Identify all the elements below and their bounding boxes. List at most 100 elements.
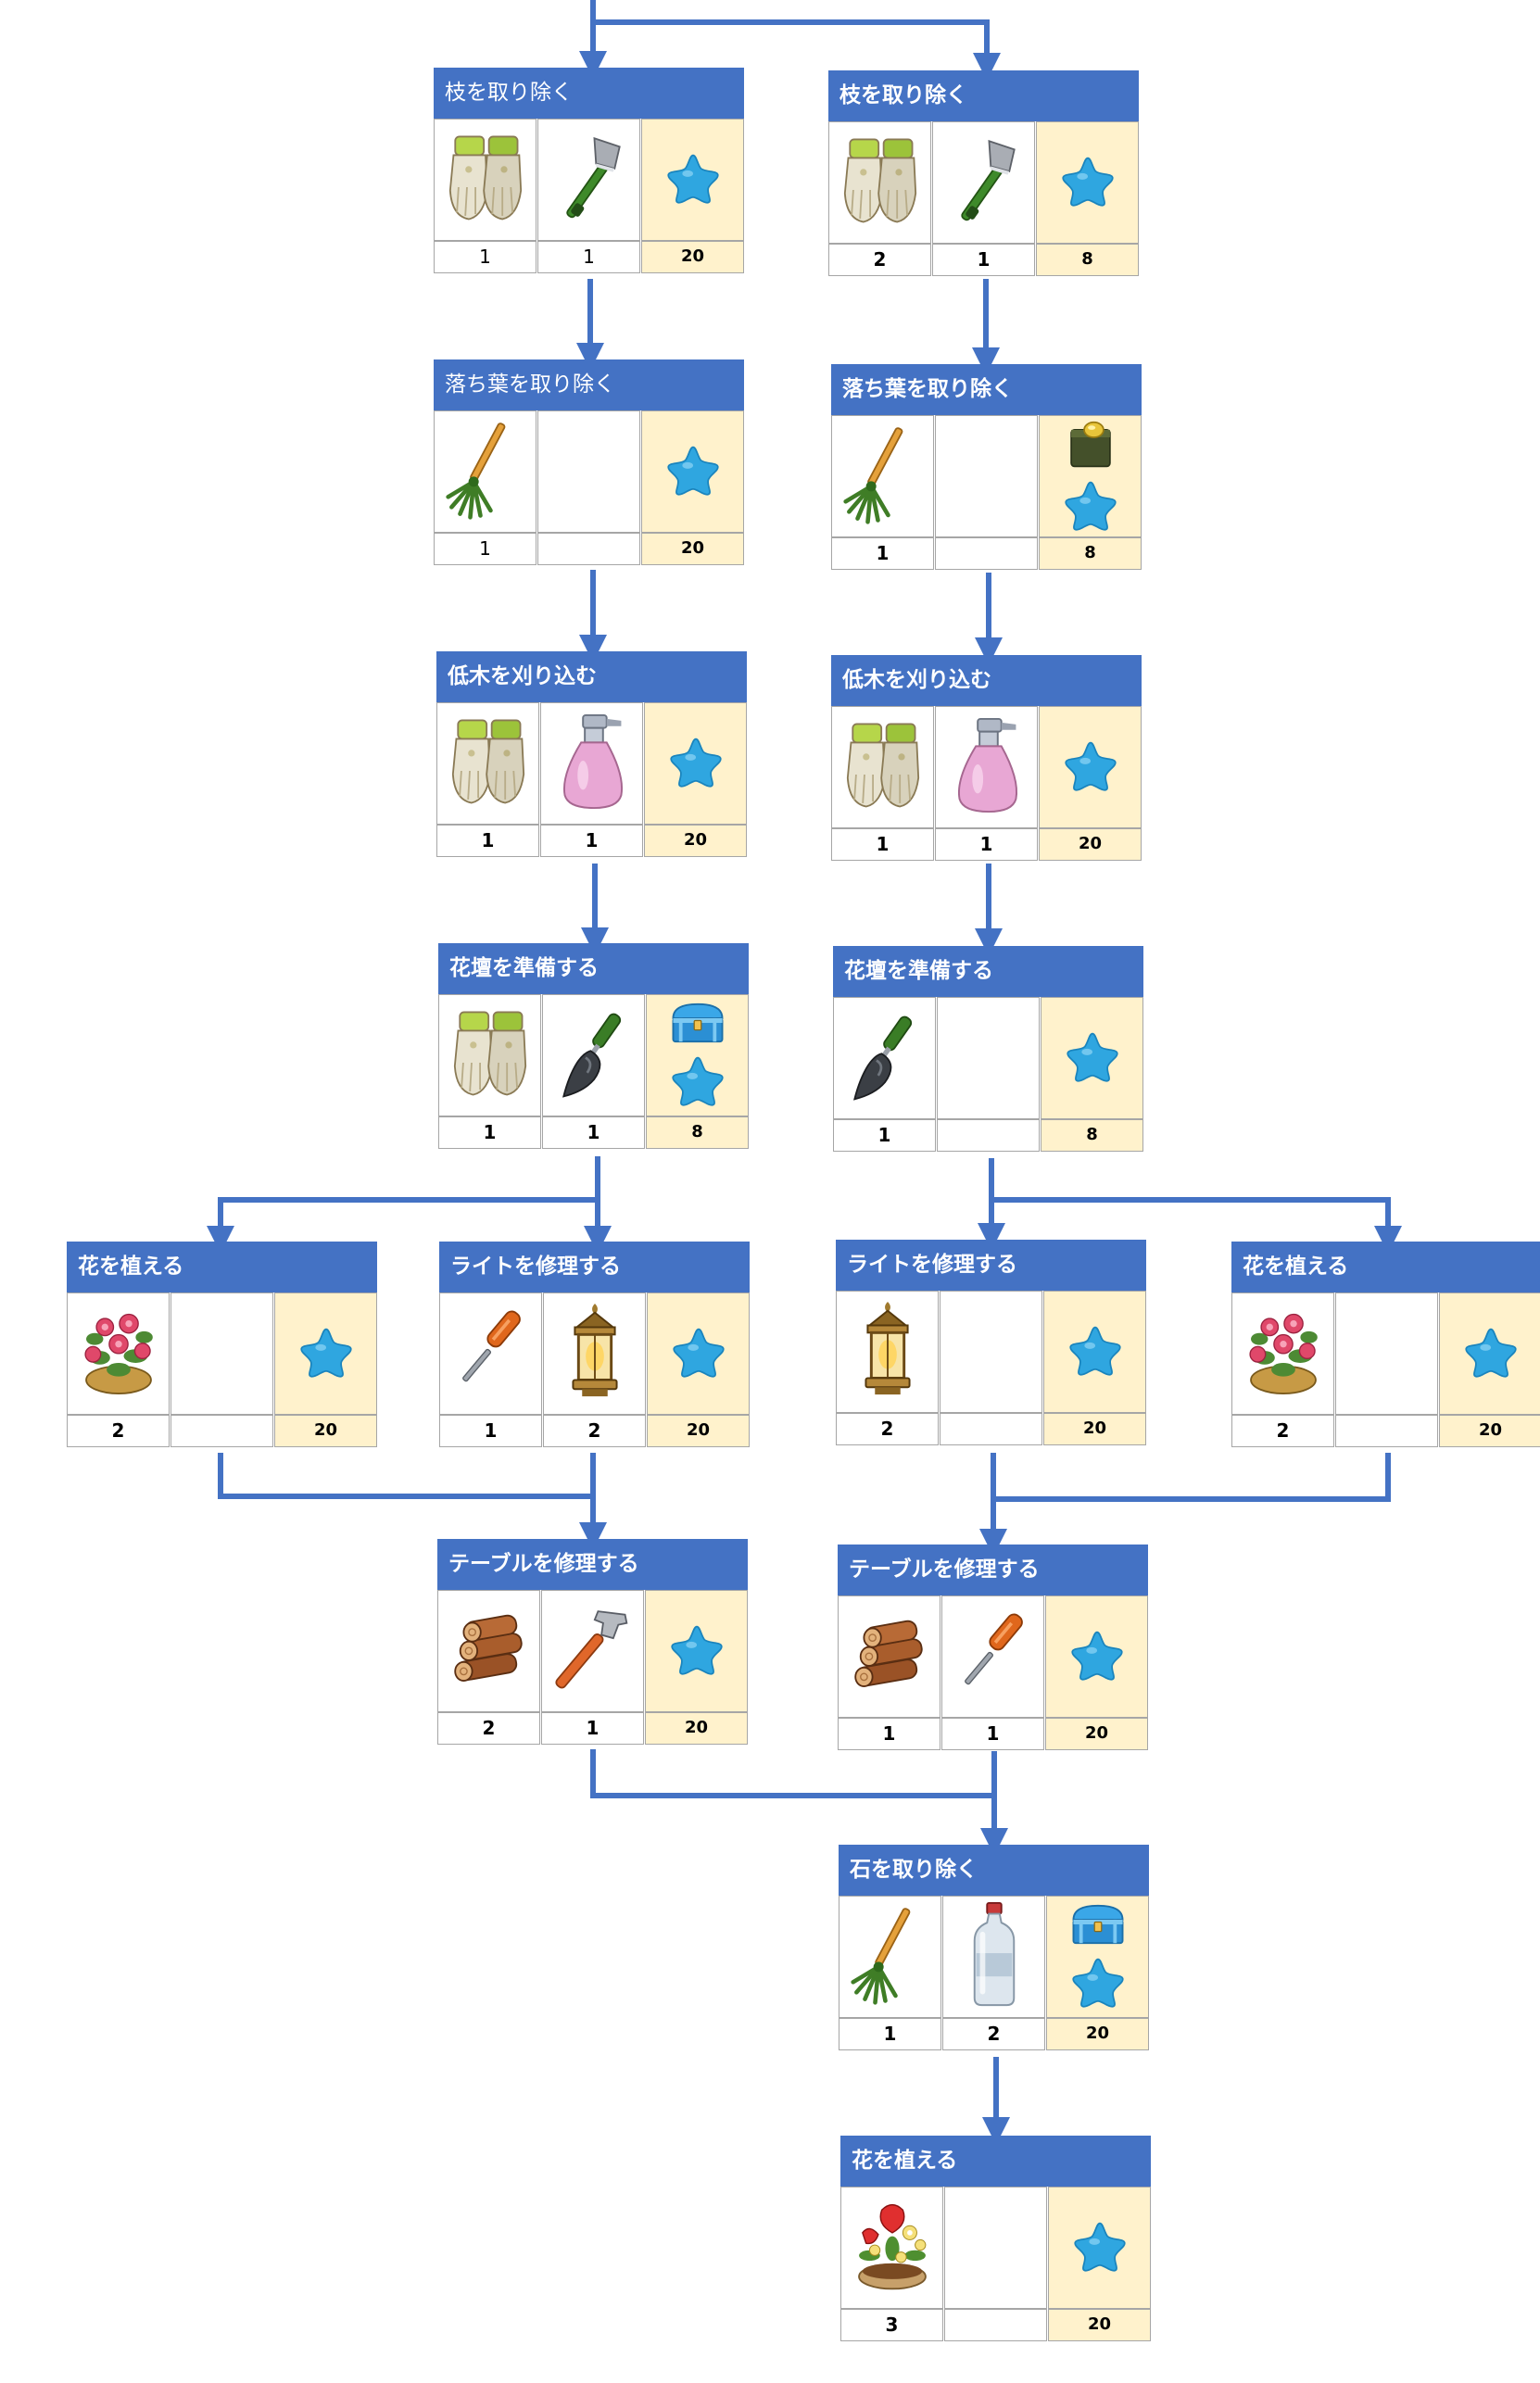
reward-amount: 20 xyxy=(274,1415,377,1447)
required-item-quantity: 1 xyxy=(831,537,934,570)
task-title: 枝を取り除く xyxy=(434,68,744,119)
connector-l6-merge xyxy=(590,1749,994,1798)
required-item-quantity: 1 xyxy=(434,241,536,273)
reward-amount: 20 xyxy=(641,241,744,273)
reward-cell xyxy=(1045,1595,1148,1718)
reward-amount: 8 xyxy=(1041,1119,1143,1152)
task-title: 石を取り除く xyxy=(839,1845,1149,1896)
reward-amount: 20 xyxy=(645,1712,748,1745)
required-item-quantity xyxy=(944,2309,1047,2341)
potted-flowers-icon xyxy=(848,2198,937,2298)
reward-cell xyxy=(645,1590,748,1712)
required-item-cell xyxy=(1231,1292,1334,1415)
required-item-cell xyxy=(438,994,541,1116)
required-item-quantity: 3 xyxy=(840,2309,943,2341)
connector-left-merge xyxy=(218,1453,593,1499)
required-item-cell xyxy=(537,119,640,241)
required-item-cell xyxy=(836,1291,939,1413)
required-item-quantity: 1 xyxy=(436,825,539,857)
required-item-quantity: 1 xyxy=(541,1712,644,1745)
required-item-quantity xyxy=(940,1413,1042,1445)
required-item-cell xyxy=(935,706,1038,828)
required-item-cell xyxy=(437,1590,540,1712)
required-item-cell xyxy=(1335,1292,1438,1415)
required-item-quantity: 1 xyxy=(438,1116,541,1149)
spray-bottle-icon xyxy=(950,715,1024,819)
reward-cell xyxy=(274,1292,377,1415)
reward-amount: 20 xyxy=(1046,2018,1149,2050)
task-title: テーブルを修理する xyxy=(838,1545,1148,1595)
required-item-cell xyxy=(541,1590,644,1712)
firewood-icon xyxy=(447,1605,532,1697)
axe-icon xyxy=(941,134,1027,231)
required-item-quantity: 2 xyxy=(67,1415,170,1447)
connector-right-merge xyxy=(993,1453,1391,1502)
connector-l4-split xyxy=(207,1156,600,1254)
task-title: 低木を刈り込む xyxy=(831,655,1142,706)
blue-star-icon xyxy=(671,1054,725,1110)
task-title: ライトを修理する xyxy=(439,1242,750,1292)
required-item-quantity: 1 xyxy=(537,241,640,273)
required-item-quantity: 1 xyxy=(833,1119,936,1152)
required-item-cell xyxy=(932,121,1035,244)
lantern-icon xyxy=(854,1300,921,1404)
required-item-cell xyxy=(937,997,1040,1119)
trowel-icon xyxy=(842,1010,928,1106)
required-item-cell xyxy=(543,1292,646,1415)
blue-chest-icon xyxy=(1068,1902,1128,1950)
gloves-icon xyxy=(448,1007,533,1103)
blue-star-icon xyxy=(1071,1956,1125,2011)
task-title: 落ち葉を取り除く xyxy=(434,359,744,410)
blue-star-icon xyxy=(1064,739,1117,795)
required-item-quantity: 1 xyxy=(838,1718,940,1750)
reward-amount: 20 xyxy=(1045,1718,1148,1750)
required-item-cell xyxy=(839,1896,941,2018)
green-box-icon xyxy=(1064,418,1117,473)
reward-amount: 8 xyxy=(646,1116,749,1149)
required-item-quantity xyxy=(937,1119,1040,1152)
required-item-quantity: 1 xyxy=(932,244,1035,276)
task-title: 低木を刈り込む xyxy=(436,651,747,702)
required-item-quantity xyxy=(1335,1415,1438,1447)
gloves-icon xyxy=(446,715,531,812)
screwdriver-icon xyxy=(951,1608,1036,1705)
blue-star-icon xyxy=(1073,2220,1127,2276)
gloves-icon xyxy=(840,719,926,815)
connector-r4-flower xyxy=(991,1197,1402,1254)
reward-cell xyxy=(1046,1896,1149,2018)
reward-amount: 20 xyxy=(1048,2309,1151,2341)
reward-amount: 20 xyxy=(1043,1413,1146,1445)
blue-chest-icon xyxy=(668,1001,727,1049)
required-item-cell xyxy=(833,997,936,1119)
axe-icon xyxy=(547,132,632,228)
reward-cell xyxy=(1048,2187,1151,2309)
reward-amount: 8 xyxy=(1039,537,1142,570)
required-item-cell xyxy=(831,706,934,828)
required-item-cell xyxy=(67,1292,170,1415)
reward-cell xyxy=(1041,997,1143,1119)
task-title: 枝を取り除く xyxy=(828,70,1139,121)
required-item-cell xyxy=(935,415,1038,537)
flower-basket-icon xyxy=(76,1304,161,1404)
reward-cell xyxy=(641,119,744,241)
required-item-quantity: 1 xyxy=(542,1116,645,1149)
blue-star-icon xyxy=(666,444,720,499)
required-item-cell xyxy=(540,702,643,825)
blue-star-icon xyxy=(1464,1326,1518,1381)
required-item-cell xyxy=(942,1896,1045,2018)
required-item-cell xyxy=(439,1292,542,1415)
required-item-quantity xyxy=(170,1415,273,1447)
required-item-cell xyxy=(941,1595,1044,1718)
reward-amount: 20 xyxy=(1439,1415,1540,1447)
